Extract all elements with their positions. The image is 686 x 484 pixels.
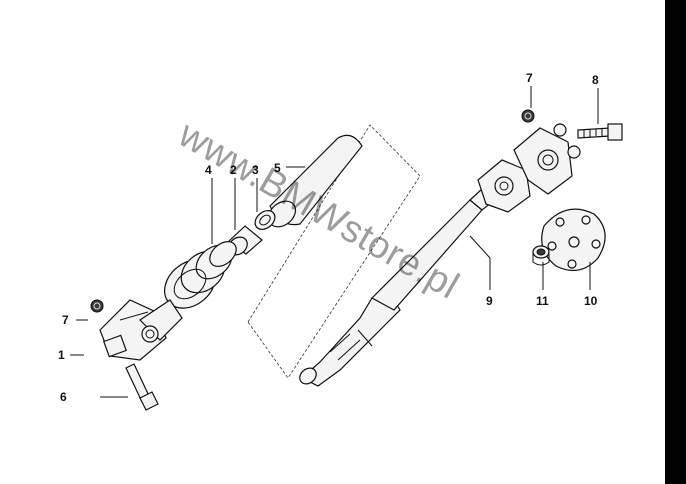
callout-10: 10	[584, 294, 598, 308]
callout-11: 11	[536, 294, 549, 308]
callout-8: 8	[592, 73, 599, 87]
leader-lines	[70, 86, 599, 398]
part-upper-bolt	[577, 123, 623, 141]
part-ring-inner	[259, 214, 271, 226]
edge-bar	[665, 0, 686, 484]
part-boot	[164, 241, 237, 309]
assembly-group-box	[247, 124, 421, 379]
callout-5: 5	[274, 161, 281, 175]
part-upper-ujoint	[477, 123, 581, 213]
part-small-bushing	[532, 245, 550, 266]
callout-2: 2	[230, 163, 237, 177]
callout-7-upper: 7	[526, 71, 533, 85]
callout-7-lower: 7	[62, 313, 69, 327]
part-lower-bolt	[125, 363, 159, 411]
part-upper-nut	[521, 109, 535, 123]
part-lower-nut	[90, 299, 104, 313]
part-ring	[254, 210, 276, 230]
callout-3: 3	[252, 163, 259, 177]
callout-4: 4	[205, 163, 212, 177]
part-lower-ujoint	[99, 299, 183, 361]
part-flex-disk	[541, 208, 606, 272]
part-tube	[267, 134, 363, 228]
callout-1: 1	[58, 348, 65, 362]
callout-9: 9	[486, 294, 493, 308]
callout-6: 6	[60, 390, 67, 404]
